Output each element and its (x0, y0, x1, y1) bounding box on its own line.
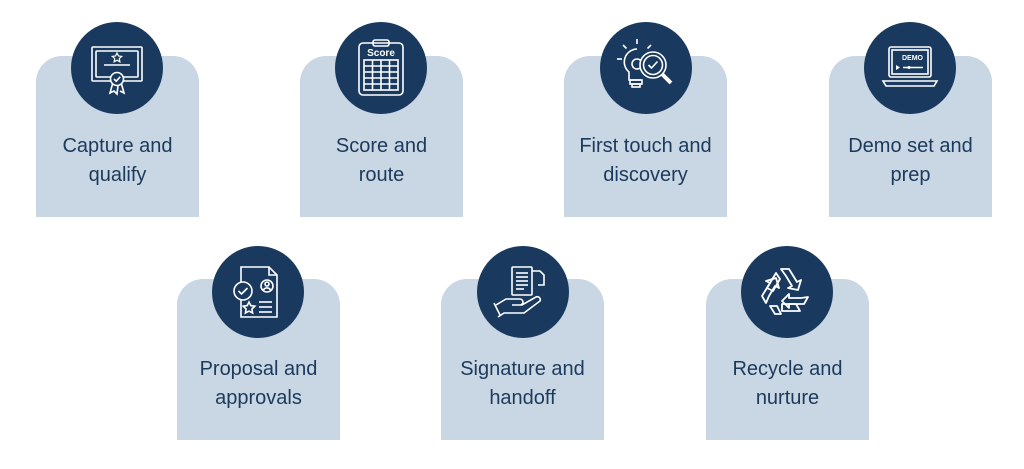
step-label: Capture and qualify (62, 135, 173, 186)
step-badge (477, 246, 569, 338)
step-badge (71, 22, 163, 114)
certificate-icon (91, 46, 143, 96)
step-label: Signature and handoff (460, 358, 585, 409)
step-label: Recycle and nurture (732, 358, 843, 409)
icon-score-text: Score (367, 48, 395, 59)
scorecard-icon: Score (358, 39, 404, 96)
step-label: First touch and discovery (579, 135, 712, 186)
document-handoff-icon (493, 266, 545, 318)
step-badge: Score (335, 22, 427, 114)
step-badge (212, 246, 304, 338)
lightbulb-gear-magnifier-icon (617, 39, 673, 88)
step-card-first-touch: First touch and discovery (564, 56, 727, 217)
step-badge: DEMO (864, 22, 956, 114)
icon-demo-text: DEMO (902, 55, 924, 62)
step-label: Proposal and approvals (199, 358, 318, 409)
recycle-icon (761, 268, 809, 315)
step-label: Demo set and prep (848, 135, 973, 186)
step-label: Score and route (335, 135, 428, 186)
step-badge (741, 246, 833, 338)
approved-document-icon (233, 266, 278, 318)
step-badge (600, 22, 692, 114)
laptop-demo-icon: DEMO (881, 46, 939, 87)
